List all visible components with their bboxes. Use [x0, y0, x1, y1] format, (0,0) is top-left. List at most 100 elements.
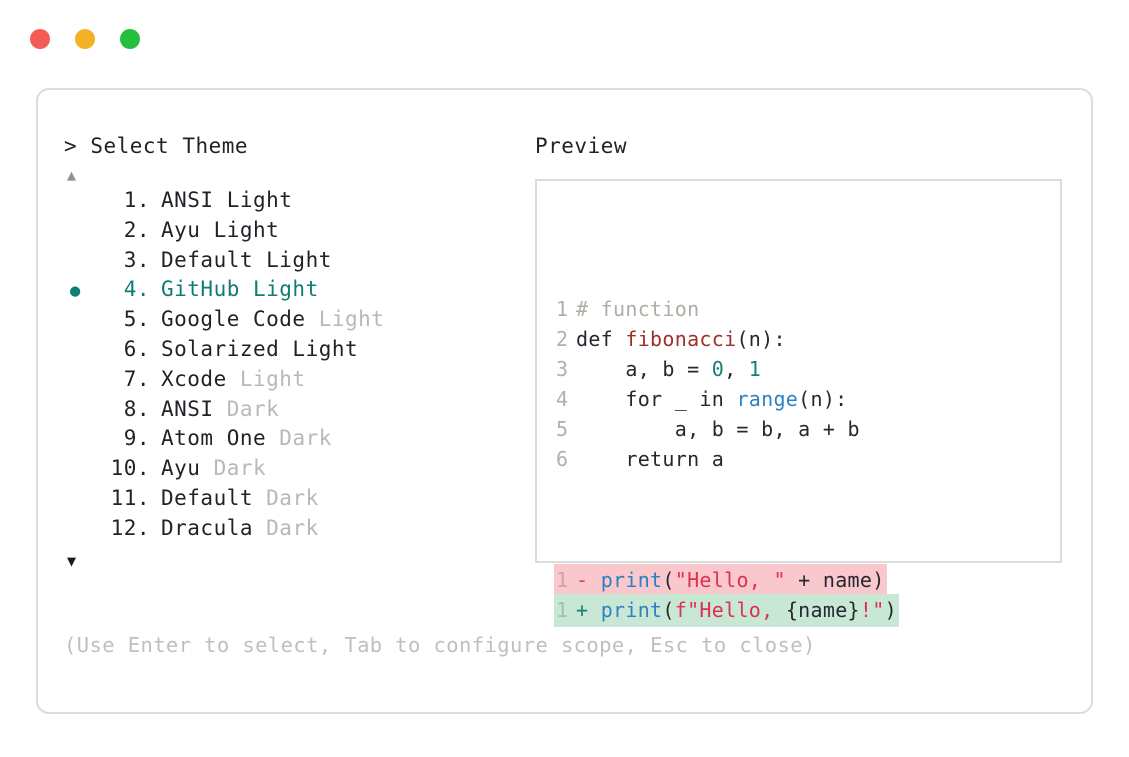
theme-item-number: 6. [123, 336, 150, 361]
theme-item-number: 4. [123, 277, 150, 302]
theme-item-mode-badge: Dark [253, 485, 319, 510]
window-titlebar [0, 0, 1129, 78]
theme-list-item[interactable]: 12. Dracula Dark [64, 516, 534, 546]
code-token: 1 [748, 357, 762, 381]
theme-list-item[interactable]: 5.Google Code Light [64, 307, 534, 337]
code-token: range [736, 387, 799, 411]
diff-line-removed: 1- print("Hello, " + name) [554, 564, 1056, 597]
diff-plus-sign: + [576, 598, 601, 622]
line-number: 5 [556, 417, 569, 441]
theme-item-mode-badge: Light [305, 307, 385, 332]
theme-list-item[interactable]: 11. Default Dark [64, 486, 534, 516]
code-token: (n): [736, 327, 786, 351]
code-line: 1 # function [556, 294, 1056, 324]
theme-item-name: Xcode [161, 366, 227, 391]
diff-minus-sign: - [576, 568, 601, 592]
theme-item-mode-badge: Light [226, 366, 306, 391]
close-button[interactable] [30, 29, 50, 49]
theme-item-number: 3. [123, 247, 150, 272]
theme-item-name: Ayu Light [161, 217, 280, 242]
code-token: print [600, 598, 663, 622]
theme-item-number: 7. [123, 366, 150, 391]
line-number: 4 [556, 387, 569, 411]
minimize-button[interactable] [75, 29, 95, 49]
theme-item-number: 1. [123, 188, 150, 212]
prompt-symbol: > [64, 134, 78, 158]
theme-list-item[interactable]: 8. ANSI Dark [64, 397, 534, 427]
theme-selector-dialog: > Select Theme ▲ 1. ANSI Light 2. Ayu Light… [36, 88, 1093, 714]
line-number: 2 [556, 327, 569, 351]
scroll-up-icon[interactable]: ▲ [67, 166, 77, 184]
code-line: 2 def fibonacci(n): [556, 324, 1056, 354]
theme-item-mode-badge: Dark [200, 456, 267, 481]
theme-item-number: 11. [110, 485, 150, 510]
theme-item-name: GitHub Light [161, 277, 319, 302]
theme-item-name: ANSI [161, 396, 214, 421]
code-token: a, b = b, a + b [576, 417, 860, 441]
code-token: , [724, 357, 749, 381]
theme-item-number: 2. [123, 217, 150, 242]
theme-item-name: Solarized Light [161, 336, 359, 361]
theme-item-mode-badge: Dark [213, 396, 280, 421]
theme-list-panel: > Select Theme ▲ 1. ANSI Light 2. Ayu Light… [64, 132, 534, 572]
code-token: for _ in [576, 387, 737, 411]
code-token: "Hello, " [674, 568, 786, 592]
code-token: a, b = [576, 357, 712, 381]
code-token: ) [884, 598, 897, 622]
theme-item-number: 9. [123, 426, 150, 451]
theme-item-mode-badge: Dark [266, 426, 332, 451]
code-token: {name} [785, 598, 860, 622]
theme-list-item[interactable]: 10.Ayu Dark [64, 456, 534, 486]
theme-list-item[interactable]: 9. Atom One Dark [64, 426, 534, 456]
theme-item-name: Default [161, 485, 254, 510]
theme-item-number: 8. [123, 396, 150, 421]
theme-list-item[interactable]: 2. Ayu Light [64, 218, 534, 248]
code-token: fibonacci [625, 327, 737, 351]
code-line: 4 for _ in range(n): [556, 384, 1056, 414]
line-number: 1 [556, 598, 569, 622]
code-line: 5 a, b = b, a + b [556, 414, 1056, 444]
diff-block: 1- print("Hello, " + name)1+ print(f"Hel… [554, 564, 1056, 627]
code-token: ( [662, 568, 675, 592]
prompt-title: Select Theme [90, 134, 249, 158]
theme-list-item[interactable]: 6. Solarized Light [64, 337, 534, 367]
code-line: 6 return a [556, 444, 1056, 474]
theme-item-name: Google Code [161, 307, 306, 332]
theme-item-name: Atom One [161, 426, 267, 451]
theme-list-item[interactable]: 1. ANSI Light [64, 188, 534, 218]
maximize-button[interactable] [120, 29, 140, 49]
code-token: !" [859, 598, 885, 622]
code-token: # function [576, 297, 700, 321]
theme-item-mode-badge: Dark [253, 515, 319, 540]
diff-highlight: 1- print("Hello, " + name) [554, 564, 887, 597]
line-number: 1 [556, 568, 569, 592]
page-title: > Select Theme [64, 132, 534, 160]
theme-item-name: ANSI Light [161, 188, 293, 212]
theme-list-item[interactable]: ● 4. GitHub Light [64, 277, 534, 307]
keyboard-hint: (Use Enter to select, Tab to configure s… [64, 633, 816, 657]
code-token: + name) [785, 568, 885, 592]
code-token: def [576, 327, 626, 351]
scroll-down-icon[interactable]: ▼ [67, 551, 77, 570]
theme-item-number: 12. [110, 515, 150, 540]
code-token: f"Hello, [674, 598, 786, 622]
code-token: print [600, 568, 663, 592]
theme-list-item[interactable]: 3.Default Light [64, 248, 534, 278]
line-number: 6 [556, 447, 569, 471]
diff-line-added: 1+ print(f"Hello, {name}!") [554, 594, 1056, 627]
line-number: 3 [556, 357, 569, 381]
theme-item-name: Ayu [161, 456, 201, 481]
preview-label: Preview [535, 134, 628, 158]
line-number: 1 [556, 297, 569, 321]
code-line: 3 a, b = 0, 1 [556, 354, 1056, 384]
code-token: return a [576, 447, 725, 471]
code-token: (n): [798, 387, 848, 411]
code-token: 0 [711, 357, 725, 381]
selected-bullet-icon: ● [70, 281, 81, 302]
theme-list-item[interactable]: 7. Xcode Light [64, 367, 534, 397]
theme-item-name: Dracula [161, 515, 254, 540]
